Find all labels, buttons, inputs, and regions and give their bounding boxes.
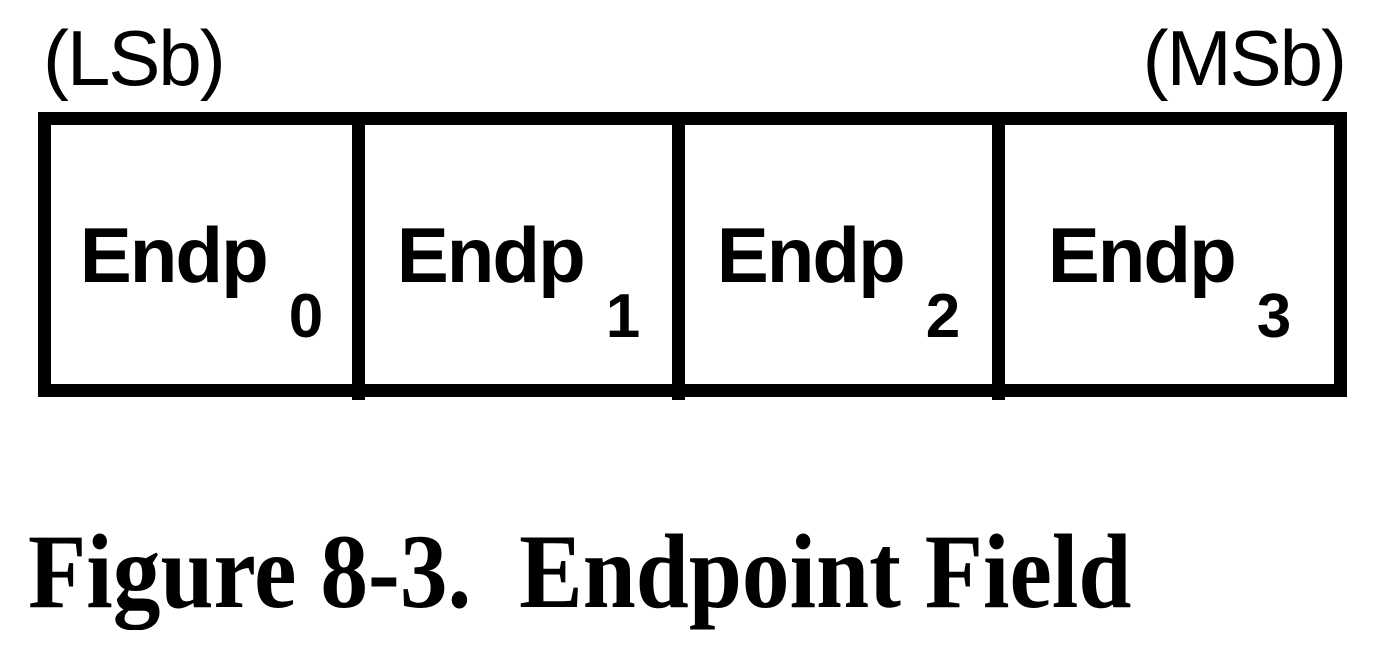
endpoint-cell-3-label: Endp (1047, 210, 1237, 299)
endpoint-cell-1: Endp 1 (352, 125, 672, 384)
divider-stub (992, 384, 1005, 400)
divider-stub (672, 384, 685, 400)
endpoint-cell-1-subscript: 1 (605, 281, 641, 351)
endpoint-cell-2: Endp 2 (672, 125, 992, 384)
figure-caption: Figure 8-3. Endpoint Field (28, 513, 1132, 630)
endpoint-cell-0-subscript: 0 (288, 281, 324, 351)
endpoint-cell-3-subscript: 3 (1256, 281, 1292, 351)
endpoint-cell-2-label: Endp (716, 210, 906, 299)
endpoint-field-box: Endp 0 Endp 1 Endp 2 Endp 3 (38, 112, 1347, 400)
endpoint-cell-0: Endp 0 (51, 125, 352, 384)
divider-stub (352, 384, 365, 400)
endpoint-cell-3: Endp 3 (992, 125, 1334, 384)
lsb-label: (LSb) (43, 14, 226, 102)
endpoint-cell-1-label: Endp (396, 210, 586, 299)
endpoint-cell-2-subscript: 2 (925, 281, 961, 351)
endpoint-cell-0-label: Endp (79, 210, 269, 299)
msb-label: (MSb) (1142, 14, 1347, 102)
